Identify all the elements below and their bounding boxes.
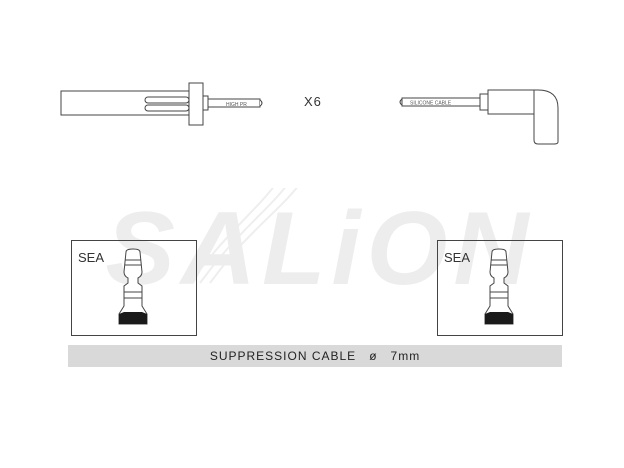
cable-angled-boot-end: SILICONE CABLE <box>399 89 559 145</box>
sea-label-right: SEA <box>444 250 471 265</box>
cable-spec-bar: SUPPRESSION CABLE ø 7mm <box>68 345 562 367</box>
watermark-text: SALiON <box>106 191 535 298</box>
cable-print-right: SILICONE CABLE <box>410 101 452 107</box>
sea-label-left: SEA <box>78 250 105 265</box>
sea-box-right <box>437 240 563 336</box>
spark-plug-boot-icon <box>484 248 514 325</box>
quantity-label: X6 <box>304 94 322 109</box>
cable-spec-label: SUPPRESSION CABLE ø 7mm <box>209 349 421 363</box>
cable-straight-end: HIGH PR <box>60 82 263 126</box>
cable-print-left: HIGH PR <box>226 102 247 108</box>
spark-plug-boot-icon <box>118 248 148 325</box>
watermark-logo: SALiON <box>106 188 535 298</box>
sea-box-left <box>71 240 197 336</box>
